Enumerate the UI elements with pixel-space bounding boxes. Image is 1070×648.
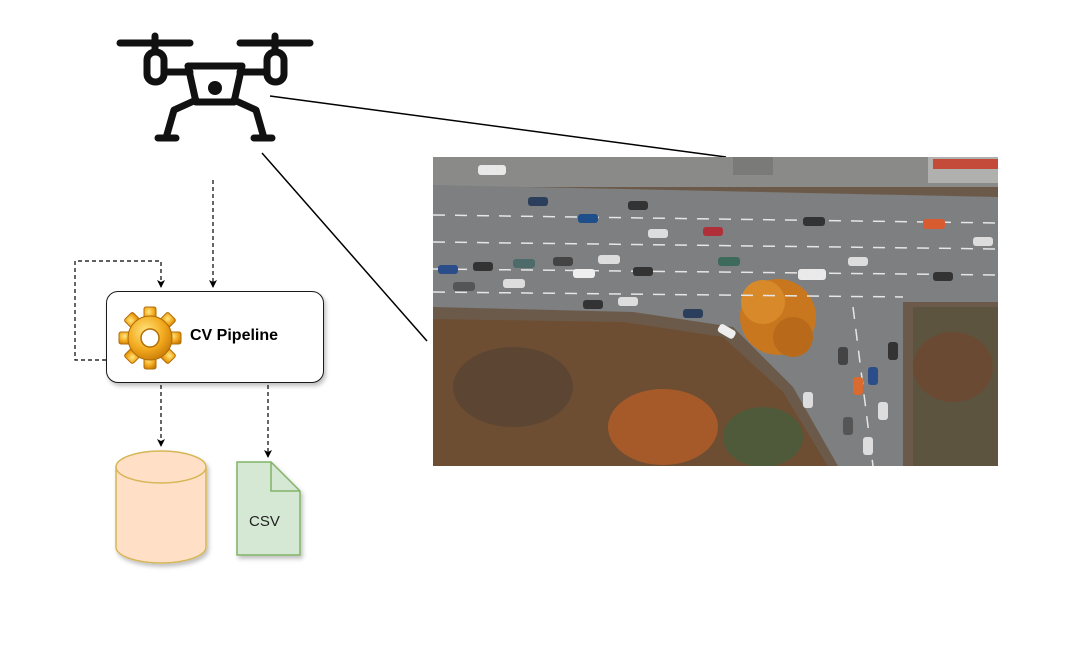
- csv-file-icon: [236, 461, 301, 556]
- arrow-feedback-loop: [74, 260, 165, 361]
- drone-icon: [116, 32, 314, 142]
- gear-icon: [118, 306, 182, 370]
- view-line-bottom: [261, 152, 428, 342]
- view-line-top: [269, 95, 727, 158]
- aerial-traffic-image: [433, 157, 998, 466]
- csv-label: CSV: [249, 513, 280, 530]
- database-icon: [115, 450, 207, 564]
- pipeline-label: CV Pipeline: [190, 327, 279, 344]
